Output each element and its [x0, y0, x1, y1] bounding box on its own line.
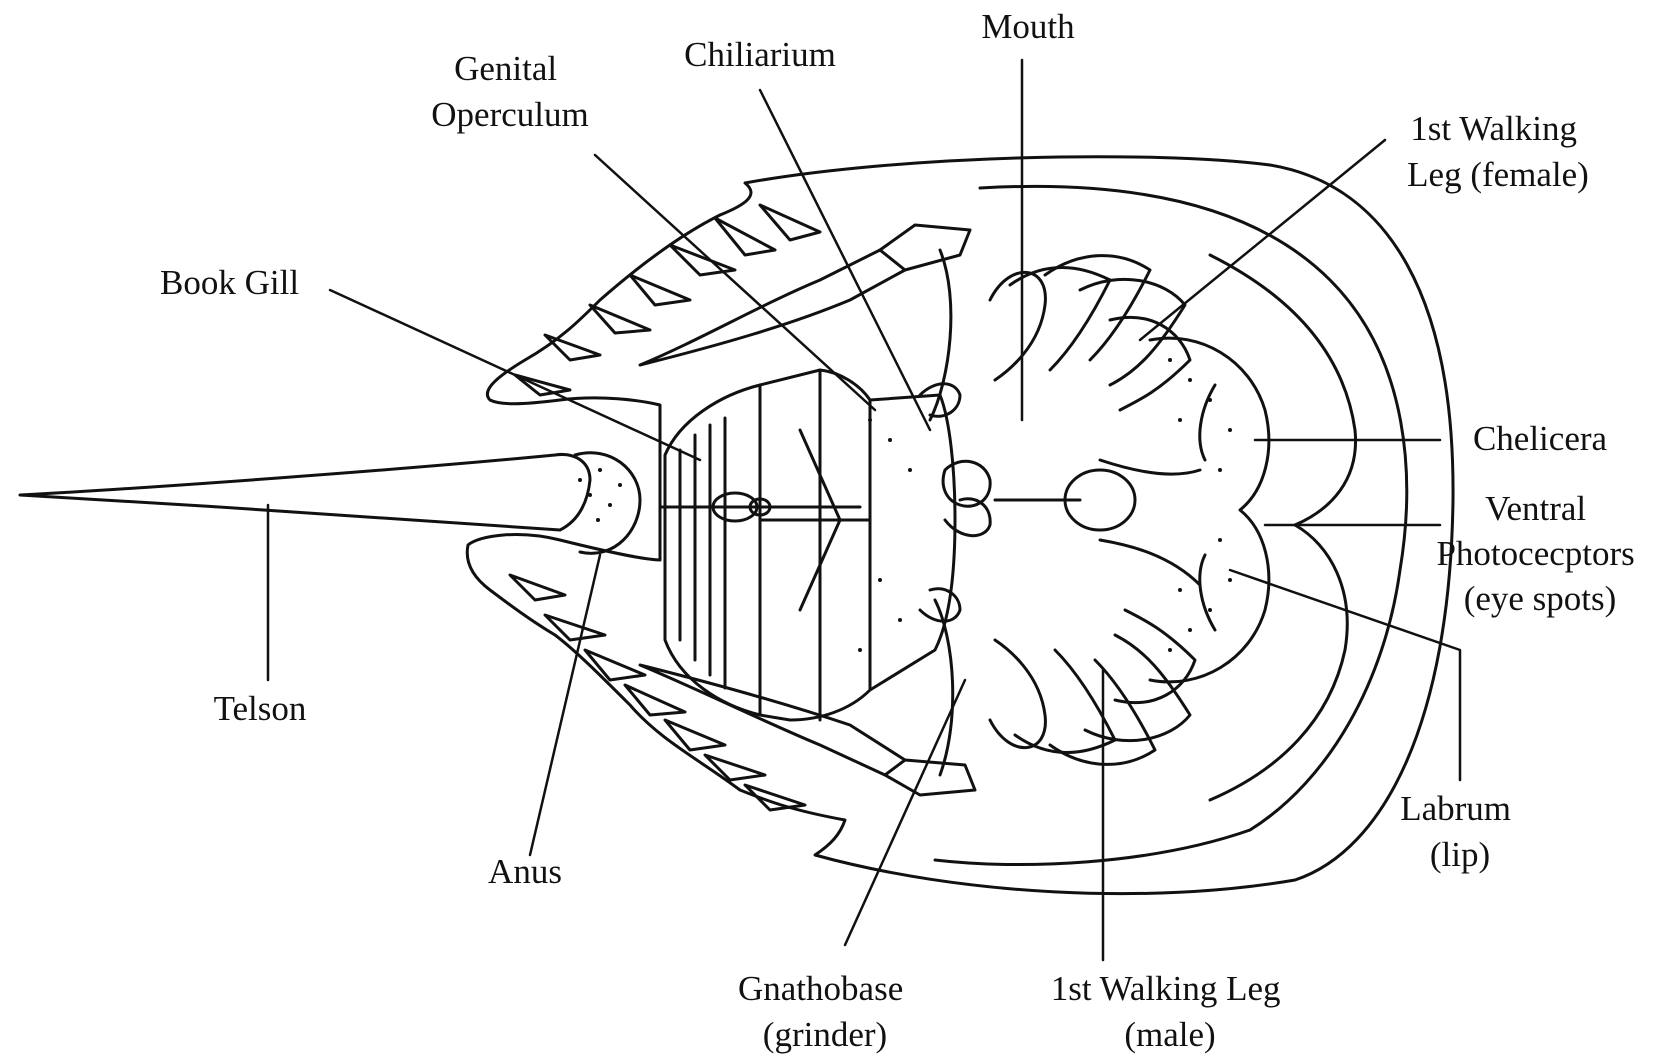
- ventral-ridge-upper: [1210, 255, 1356, 525]
- label-walking-leg-female: 1st Walking Leg (female): [1407, 109, 1589, 194]
- label-genital-operculum-line1: Genital: [454, 49, 557, 88]
- leader-lines: [268, 60, 1460, 960]
- label-book-gill: Book Gill: [160, 263, 299, 302]
- leader-walking-leg-female: [1140, 140, 1385, 340]
- label-walking-leg-female-line1: 1st Walking: [1410, 109, 1577, 148]
- telson-shape: [20, 454, 590, 530]
- label-walking-leg-male-line2: (male): [1124, 1015, 1215, 1054]
- label-gnathobase-line2: (grinder): [763, 1015, 887, 1054]
- label-labrum: Labrum (lip): [1400, 789, 1520, 874]
- label-ventral-photoreceptors-line2: Photocecptors: [1436, 534, 1634, 573]
- chelicera-region: [1100, 338, 1269, 682]
- label-anus: Anus: [488, 852, 562, 891]
- label-genital-operculum-line2: Operculum: [431, 95, 588, 134]
- label-labrum-line1: Labrum: [1400, 789, 1511, 828]
- label-walking-leg-female-line2: Leg (female): [1407, 155, 1589, 194]
- label-ventral-photoreceptors-line1: Ventral: [1485, 489, 1586, 528]
- label-labrum-line2: (lip): [1430, 835, 1490, 874]
- label-gnathobase-line1: Gnathobase: [738, 969, 903, 1008]
- opisthosoma: [665, 370, 955, 720]
- label-gnathobase: Gnathobase (grinder): [738, 969, 912, 1054]
- label-chiliarium: Chiliarium: [684, 35, 836, 74]
- leader-gnathobase: [845, 680, 965, 945]
- label-walking-leg-male: 1st Walking Leg (male): [1051, 969, 1290, 1054]
- label-ventral-photoreceptors: Ventral Photocecptors (eye spots): [1436, 489, 1643, 618]
- walking-legs-upper: [640, 225, 1190, 420]
- label-ventral-photoreceptors-line3: (eye spots): [1464, 579, 1617, 618]
- label-walking-leg-male-line1: 1st Walking Leg: [1051, 969, 1281, 1008]
- label-genital-operculum: Genital Operculum: [431, 49, 588, 134]
- leader-book-gill: [330, 290, 700, 460]
- label-mouth: Mouth: [981, 7, 1075, 46]
- walking-legs-lower: [640, 600, 1195, 795]
- label-chelicera: Chelicera: [1473, 419, 1608, 458]
- label-telson: Telson: [214, 689, 307, 728]
